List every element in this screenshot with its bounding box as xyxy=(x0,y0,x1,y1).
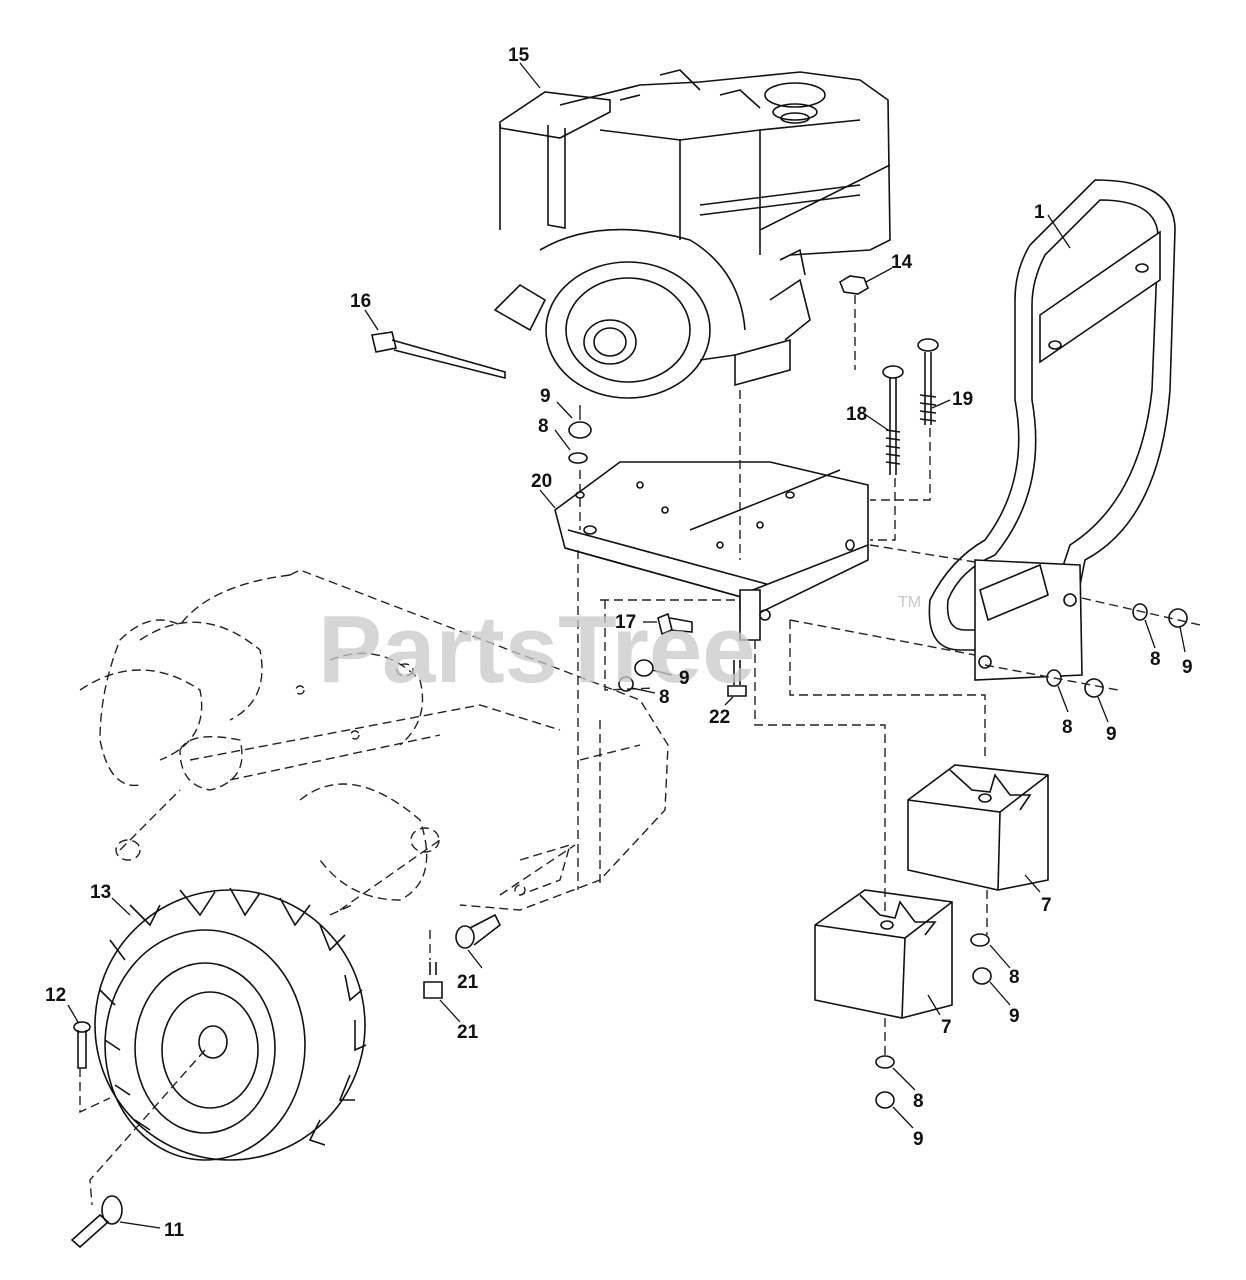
pin-part-12[interactable] xyxy=(73,1021,91,1069)
trademark-symbol: TM xyxy=(898,594,921,611)
watermark: PartsTree TM xyxy=(318,594,921,703)
callout-8-right-upper: 8 xyxy=(1150,649,1161,670)
washer-nut-part-9-8-mid[interactable] xyxy=(618,659,654,692)
weight-block-part-7-upper[interactable] xyxy=(907,764,1049,891)
engine-part-15[interactable] xyxy=(493,69,891,399)
callout-12: 12 xyxy=(45,985,66,1006)
bolt-part-19[interactable] xyxy=(917,338,939,425)
callout-20: 20 xyxy=(531,471,552,492)
callout-9-mid: 9 xyxy=(679,668,690,689)
washer-nut-part-8-9-right-lower[interactable] xyxy=(1046,669,1104,698)
bolt-part-17[interactable] xyxy=(657,612,693,636)
washer-nut-part-8-9-weight-upper[interactable] xyxy=(970,933,992,985)
callout-7-lower: 7 xyxy=(941,1017,952,1038)
callout-9-right-upper: 9 xyxy=(1182,657,1193,678)
wheel-tire-part-13[interactable] xyxy=(94,887,367,1161)
bolt-part-18[interactable] xyxy=(882,365,904,475)
callout-9-weight-lower: 9 xyxy=(913,1129,924,1150)
callout-8-mid: 8 xyxy=(659,687,670,708)
callout-17: 17 xyxy=(615,612,636,633)
callout-14: 14 xyxy=(891,252,913,273)
callout-leaders xyxy=(67,62,1186,1229)
handle-bar-part-1[interactable] xyxy=(928,179,1176,681)
callout-8-weight-lower: 8 xyxy=(913,1091,924,1112)
bolt-part-22[interactable] xyxy=(727,660,747,697)
bolt-part-21-upper[interactable] xyxy=(455,913,502,949)
tine-assembly-outline xyxy=(79,569,669,911)
hitch-pin-part-11[interactable] xyxy=(70,1195,123,1249)
assembly-lines xyxy=(79,295,1201,1206)
callout-18: 18 xyxy=(846,404,867,425)
washer-nut-part-8-9-weight-lower[interactable] xyxy=(875,1055,895,1109)
callout-9-right-lower: 9 xyxy=(1106,724,1117,745)
callout-16: 16 xyxy=(350,291,371,312)
cable-tie-part-16[interactable] xyxy=(371,331,506,380)
washer-nut-part-8-9-right-upper[interactable] xyxy=(1132,603,1188,628)
watermark-text: PartsTree xyxy=(318,596,756,703)
callout-15: 15 xyxy=(508,45,530,66)
callout-21-upper: 21 xyxy=(457,972,479,993)
callout-9-top: 9 xyxy=(540,386,551,407)
callout-7-upper: 7 xyxy=(1041,895,1052,916)
callout-22: 22 xyxy=(709,707,730,728)
callout-21-lower: 21 xyxy=(457,1022,479,1043)
callout-8-right-lower: 8 xyxy=(1062,717,1073,738)
callout-19: 19 xyxy=(952,389,973,410)
callout-labels: 15 1 14 16 9 8 18 19 20 17 9 8 22 8 9 8 … xyxy=(45,45,1193,1241)
nut-part-21-lower[interactable] xyxy=(423,962,443,999)
washer-nut-part-9-8-top[interactable] xyxy=(568,421,592,464)
callout-8-weight-upper: 8 xyxy=(1009,967,1020,988)
nut-part-14[interactable] xyxy=(839,275,869,295)
callout-8-top: 8 xyxy=(538,416,549,437)
weight-block-part-7-lower[interactable] xyxy=(814,889,953,1019)
callout-11: 11 xyxy=(164,1220,185,1241)
mounting-plate-part-20[interactable] xyxy=(554,461,869,641)
callout-13: 13 xyxy=(90,882,111,903)
callout-1: 1 xyxy=(1034,202,1045,223)
callout-9-weight-upper: 9 xyxy=(1009,1006,1020,1027)
